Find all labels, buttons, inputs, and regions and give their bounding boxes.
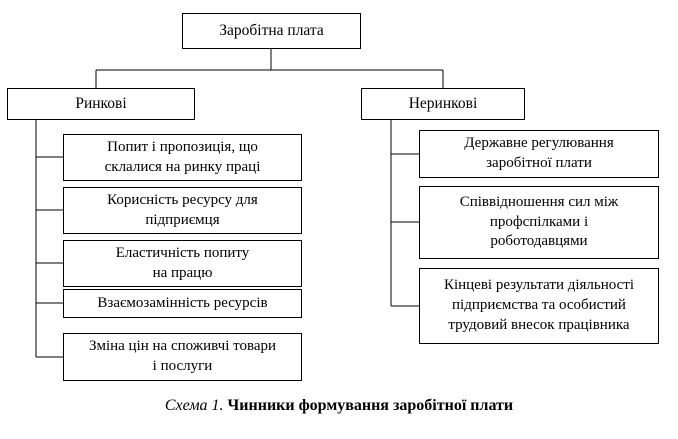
market-factor-resource-utility: Корисність ресурсу для підприємця xyxy=(63,187,302,234)
market-factor-resource-substitutability: Взаємозамінність ресурсів xyxy=(63,289,302,318)
factor-label: Державне регулювання заробітної плати xyxy=(464,135,614,171)
non-market-factor-union-employer-balance: Співвідношення сил між профспілками і ро… xyxy=(419,186,659,259)
factor-label: Взаємозамінність ресурсів xyxy=(97,294,268,311)
market-factor-supply-demand: Попит і пропозиція, що склалися на ринку… xyxy=(63,134,302,181)
branch-node-market: Ринкові xyxy=(7,88,195,120)
figure-caption: Схема 1. Чинники формування заробітної п… xyxy=(0,397,678,415)
factor-label: Корисність ресурсу для підприємця xyxy=(107,191,258,228)
factor-label: Попит і пропозиція, що склалися на ринку… xyxy=(104,138,261,175)
caption-title: Чинники формування заробітної плати xyxy=(227,397,514,414)
market-factor-consumer-prices: Зміна цін на споживчі товари і послуги xyxy=(63,333,302,381)
caption-label: Схема 1. xyxy=(164,397,224,414)
branch-label-non-market: Неринкові xyxy=(408,94,478,112)
market-factor-demand-elasticity: Еластичність попиту на працю xyxy=(63,240,302,287)
factor-label: Зміна цін на споживчі товари і послуги xyxy=(88,338,277,374)
non-market-factor-state-regulation: Державне регулювання заробітної плати xyxy=(419,130,659,178)
branch-node-non-market: Неринкові xyxy=(361,88,525,120)
root-node: Заробітна плата xyxy=(182,13,361,49)
branch-label-market: Ринкові xyxy=(75,94,127,112)
root-label: Заробітна плата xyxy=(219,21,324,39)
factor-label: Кінцеві результати діяльності підприємст… xyxy=(443,277,635,333)
non-market-factor-performance-contribution: Кінцеві результати діяльності підприємст… xyxy=(419,268,659,344)
factor-label: Еластичність попиту на працю xyxy=(115,244,250,281)
factor-label: Співвідношення сил між профспілками і ро… xyxy=(459,193,619,250)
